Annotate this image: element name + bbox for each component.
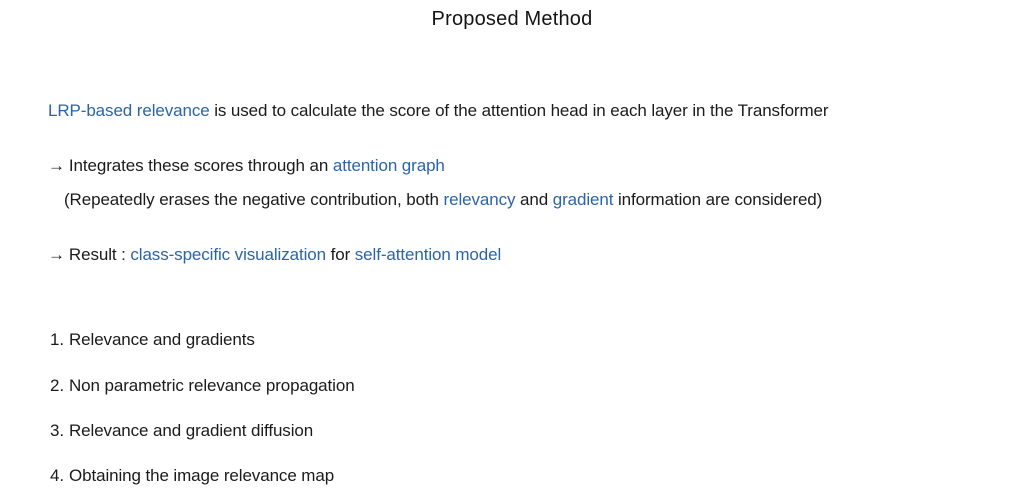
list-item-number: 4. <box>50 466 64 485</box>
arrow-icon: → <box>48 245 65 264</box>
list-item: 2.Non parametric relevance propagation <box>50 376 355 396</box>
list-item: 3.Relevance and gradient diffusion <box>50 421 313 441</box>
bullet-note: (Repeatedly erases the negative contribu… <box>64 190 822 210</box>
list-item-text: Non parametric relevance propagation <box>68 376 355 395</box>
note-accent-gradient: gradient <box>552 190 614 209</box>
list-item: 4.Obtaining the image relevance map <box>50 466 334 486</box>
note-accent-relevancy: relevancy <box>443 190 516 209</box>
list-item-number: 3. <box>50 421 64 440</box>
page-title: Proposed Method <box>431 8 593 30</box>
result-seg3: for <box>325 245 355 264</box>
bullet-integrates: →Integrates these scores through an atte… <box>48 156 445 176</box>
note-seg3: and <box>515 190 553 209</box>
bullet1-plain-text: Integrates these scores through an <box>68 156 333 175</box>
bullet1-accent-text: attention graph <box>332 156 445 175</box>
list-item-number: 1. <box>50 330 64 349</box>
list-item-number: 2. <box>50 376 64 395</box>
result-label: Result : <box>68 245 131 264</box>
list-item-text: Relevance and gradients <box>68 330 255 349</box>
list-item: 1.Relevance and gradients <box>50 330 255 350</box>
intro-line: LRP-based relevance is used to calculate… <box>48 101 829 121</box>
note-seg1: (Repeatedly erases the negative contribu… <box>64 190 444 209</box>
list-item-text: Relevance and gradient diffusion <box>68 421 314 440</box>
result-accent-class-specific: class-specific visualization <box>130 245 326 264</box>
intro-accent-text: LRP-based relevance <box>48 101 210 120</box>
note-seg5: information are considered) <box>613 190 823 209</box>
bullet-result: →Result : class-specific visualization f… <box>48 245 501 265</box>
intro-plain-text: is used to calculate the score of the at… <box>209 101 829 120</box>
list-item-text: Obtaining the image relevance map <box>68 466 335 485</box>
result-accent-self-attention: self-attention model <box>354 245 502 264</box>
arrow-icon: → <box>48 156 65 175</box>
